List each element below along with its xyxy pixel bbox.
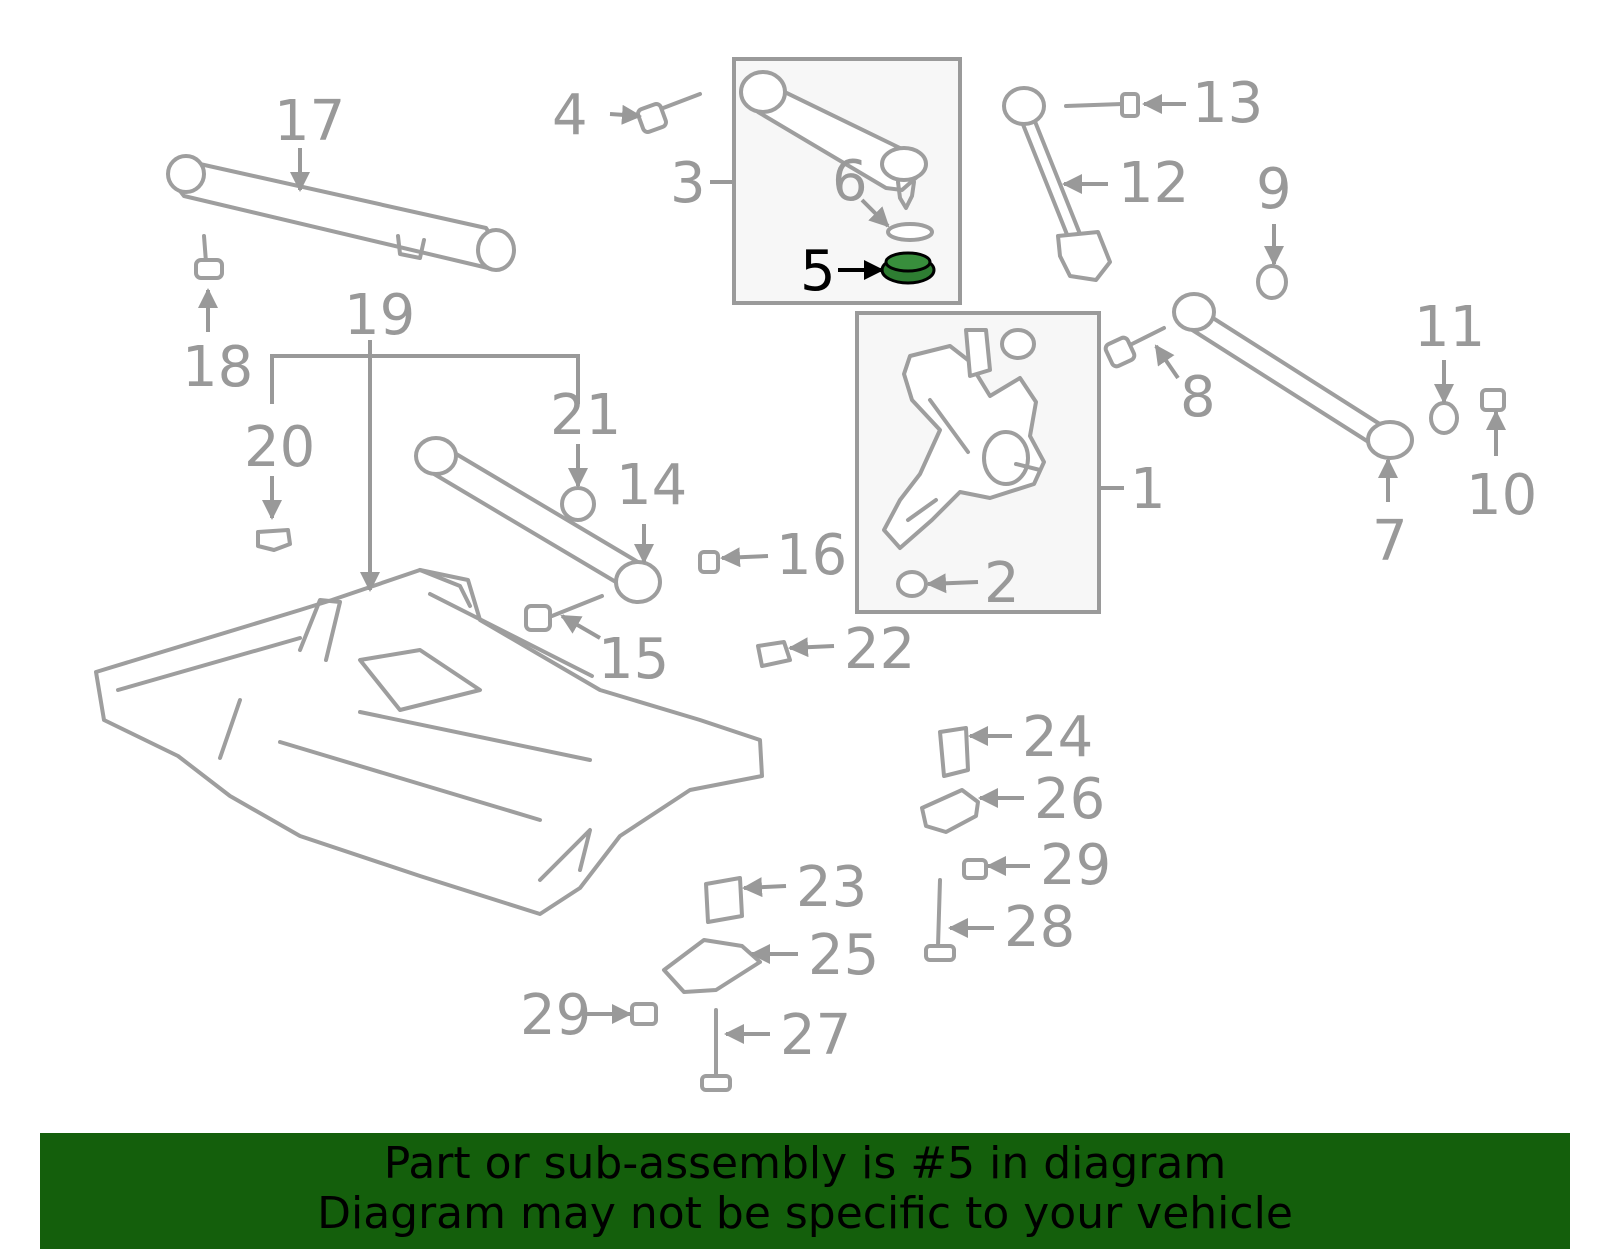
part-11-bushing[interactable]	[1429, 401, 1459, 435]
callout-27[interactable]: 27	[780, 1003, 851, 1068]
callout-11[interactable]: 11	[1414, 295, 1485, 360]
part-6-ring[interactable]	[886, 222, 934, 242]
callout-14[interactable]: 14	[616, 453, 687, 518]
part-7-lateral-arm[interactable]	[1172, 292, 1414, 460]
callout-15[interactable]: 15	[598, 627, 669, 692]
callout-28[interactable]: 28	[1004, 895, 1075, 960]
callout-25[interactable]: 25	[808, 923, 879, 988]
callout-4[interactable]: 4	[552, 83, 588, 148]
part-5-seal-highlighted[interactable]	[880, 251, 936, 285]
part-9-bushing[interactable]	[1256, 264, 1288, 300]
callout-22[interactable]: 22	[844, 617, 915, 682]
part-25-plate[interactable]	[662, 938, 762, 994]
part-16-nut[interactable]	[698, 550, 720, 574]
part-22-mount[interactable]	[756, 640, 792, 668]
part-14-control-arm[interactable]	[414, 436, 662, 604]
part-19-subframe[interactable]	[94, 568, 764, 916]
callout-19[interactable]: 19	[344, 283, 415, 348]
part-24-spacer[interactable]	[938, 726, 970, 778]
part-1-knuckle[interactable]	[882, 328, 1046, 550]
leader-lines	[198, 94, 1506, 1044]
part-29-bolt-upper[interactable]	[962, 858, 988, 880]
part-28-bolt[interactable]	[924, 878, 956, 962]
callout-24[interactable]: 24	[1022, 705, 1093, 770]
callout-6[interactable]: 6	[832, 149, 868, 214]
callout-5[interactable]: 5	[800, 239, 836, 304]
callout-3[interactable]: 3	[670, 151, 706, 216]
callout-2[interactable]: 2	[984, 551, 1020, 616]
part-10-nut[interactable]	[1480, 388, 1506, 412]
callout-12[interactable]: 12	[1118, 151, 1189, 216]
callout-23[interactable]: 23	[796, 855, 867, 920]
info-banner: Part or sub-assembly is #5 in diagram Di…	[40, 1133, 1570, 1249]
banner-line-part-number: Part or sub-assembly is #5 in diagram	[383, 1138, 1227, 1189]
part-13-bolt[interactable]	[1064, 92, 1140, 118]
callout-9[interactable]: 9	[1256, 157, 1292, 222]
part-23-spacer[interactable]	[704, 876, 744, 924]
part-2-bushing[interactable]	[896, 570, 928, 598]
callout-1[interactable]: 1	[1130, 457, 1166, 522]
callout-13[interactable]: 13	[1192, 71, 1263, 136]
part-29-bolt-lower[interactable]	[630, 1002, 658, 1026]
callout-7[interactable]: 7	[1372, 509, 1408, 574]
part-15-bolt[interactable]	[524, 594, 604, 632]
callout-16[interactable]: 16	[776, 523, 847, 588]
callout-29-lower[interactable]: 29	[520, 983, 591, 1048]
part-20-bump-stop[interactable]	[256, 528, 292, 552]
callout-21[interactable]: 21	[550, 383, 621, 448]
part-3-upper-arm[interactable]	[739, 70, 928, 210]
callout-10[interactable]: 10	[1466, 463, 1537, 528]
callout-18[interactable]: 18	[182, 335, 253, 400]
part-26-bracket[interactable]	[920, 788, 980, 834]
part-21-bushing[interactable]	[560, 486, 596, 522]
callout-20[interactable]: 20	[244, 415, 315, 480]
part-4-bolt[interactable]	[636, 92, 702, 134]
callout-17[interactable]: 17	[274, 89, 345, 154]
group-bracket-19	[270, 340, 580, 404]
callout-8[interactable]: 8	[1180, 365, 1216, 430]
callout-29-upper[interactable]: 29	[1040, 833, 1111, 898]
part-17-control-arm[interactable]	[166, 154, 516, 272]
callout-26[interactable]: 26	[1034, 767, 1105, 832]
part-8-bolt[interactable]	[1103, 326, 1166, 369]
part-27-bolt[interactable]	[700, 1008, 732, 1092]
part-18-bolt[interactable]	[194, 234, 224, 280]
banner-line-disclaimer: Diagram may not be specific to your vehi…	[317, 1188, 1293, 1239]
